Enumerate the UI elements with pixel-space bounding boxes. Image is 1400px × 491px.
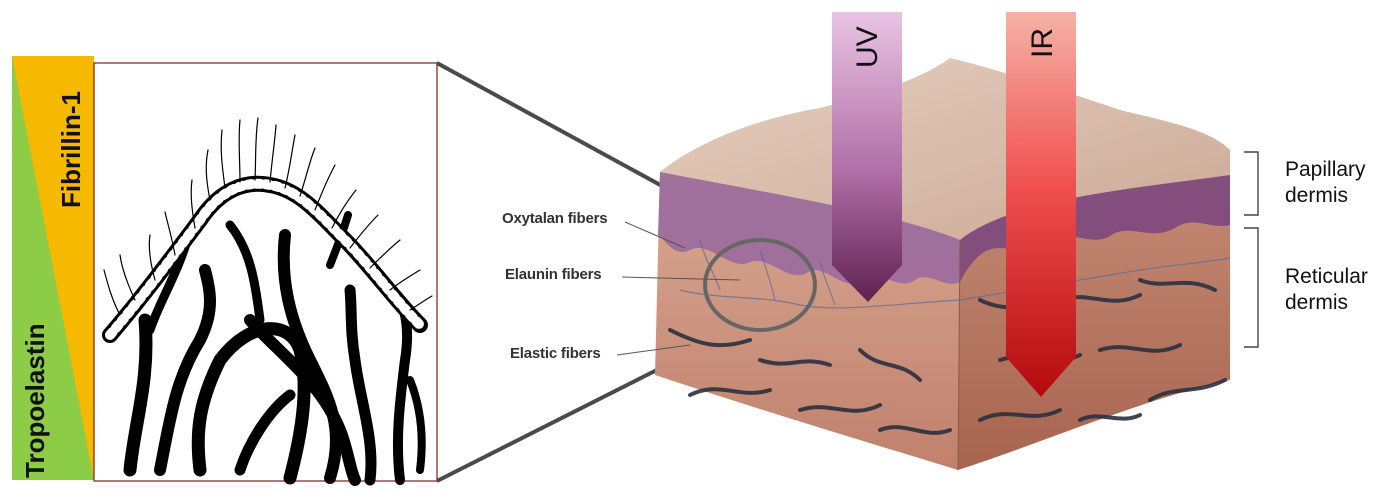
reticular-bracket [1244,228,1258,347]
oxytalan-label: Oxytalan fibers [502,210,607,227]
fibrillin-label: Fibrillin-1 [56,91,87,208]
elastic-label: Elastic fibers [510,345,601,362]
reticular-label-line1: Reticular [1285,264,1368,290]
ir-label: IR [1026,28,1060,58]
papillary-label: Papillary dermis [1285,157,1366,209]
papillary-label-line1: Papillary [1285,157,1366,183]
elaunin-label: Elaunin fibers [505,266,601,283]
reticular-label-line2: dermis [1285,290,1368,316]
ir-arrow [1006,12,1076,397]
skin-block [655,58,1230,470]
reticular-label: Reticular dermis [1285,264,1368,316]
tropoelastin-label: Tropoelastin [20,323,51,478]
papillary-bracket [1244,152,1258,215]
uv-label: UV [851,26,885,68]
papillary-label-line2: dermis [1285,183,1366,209]
